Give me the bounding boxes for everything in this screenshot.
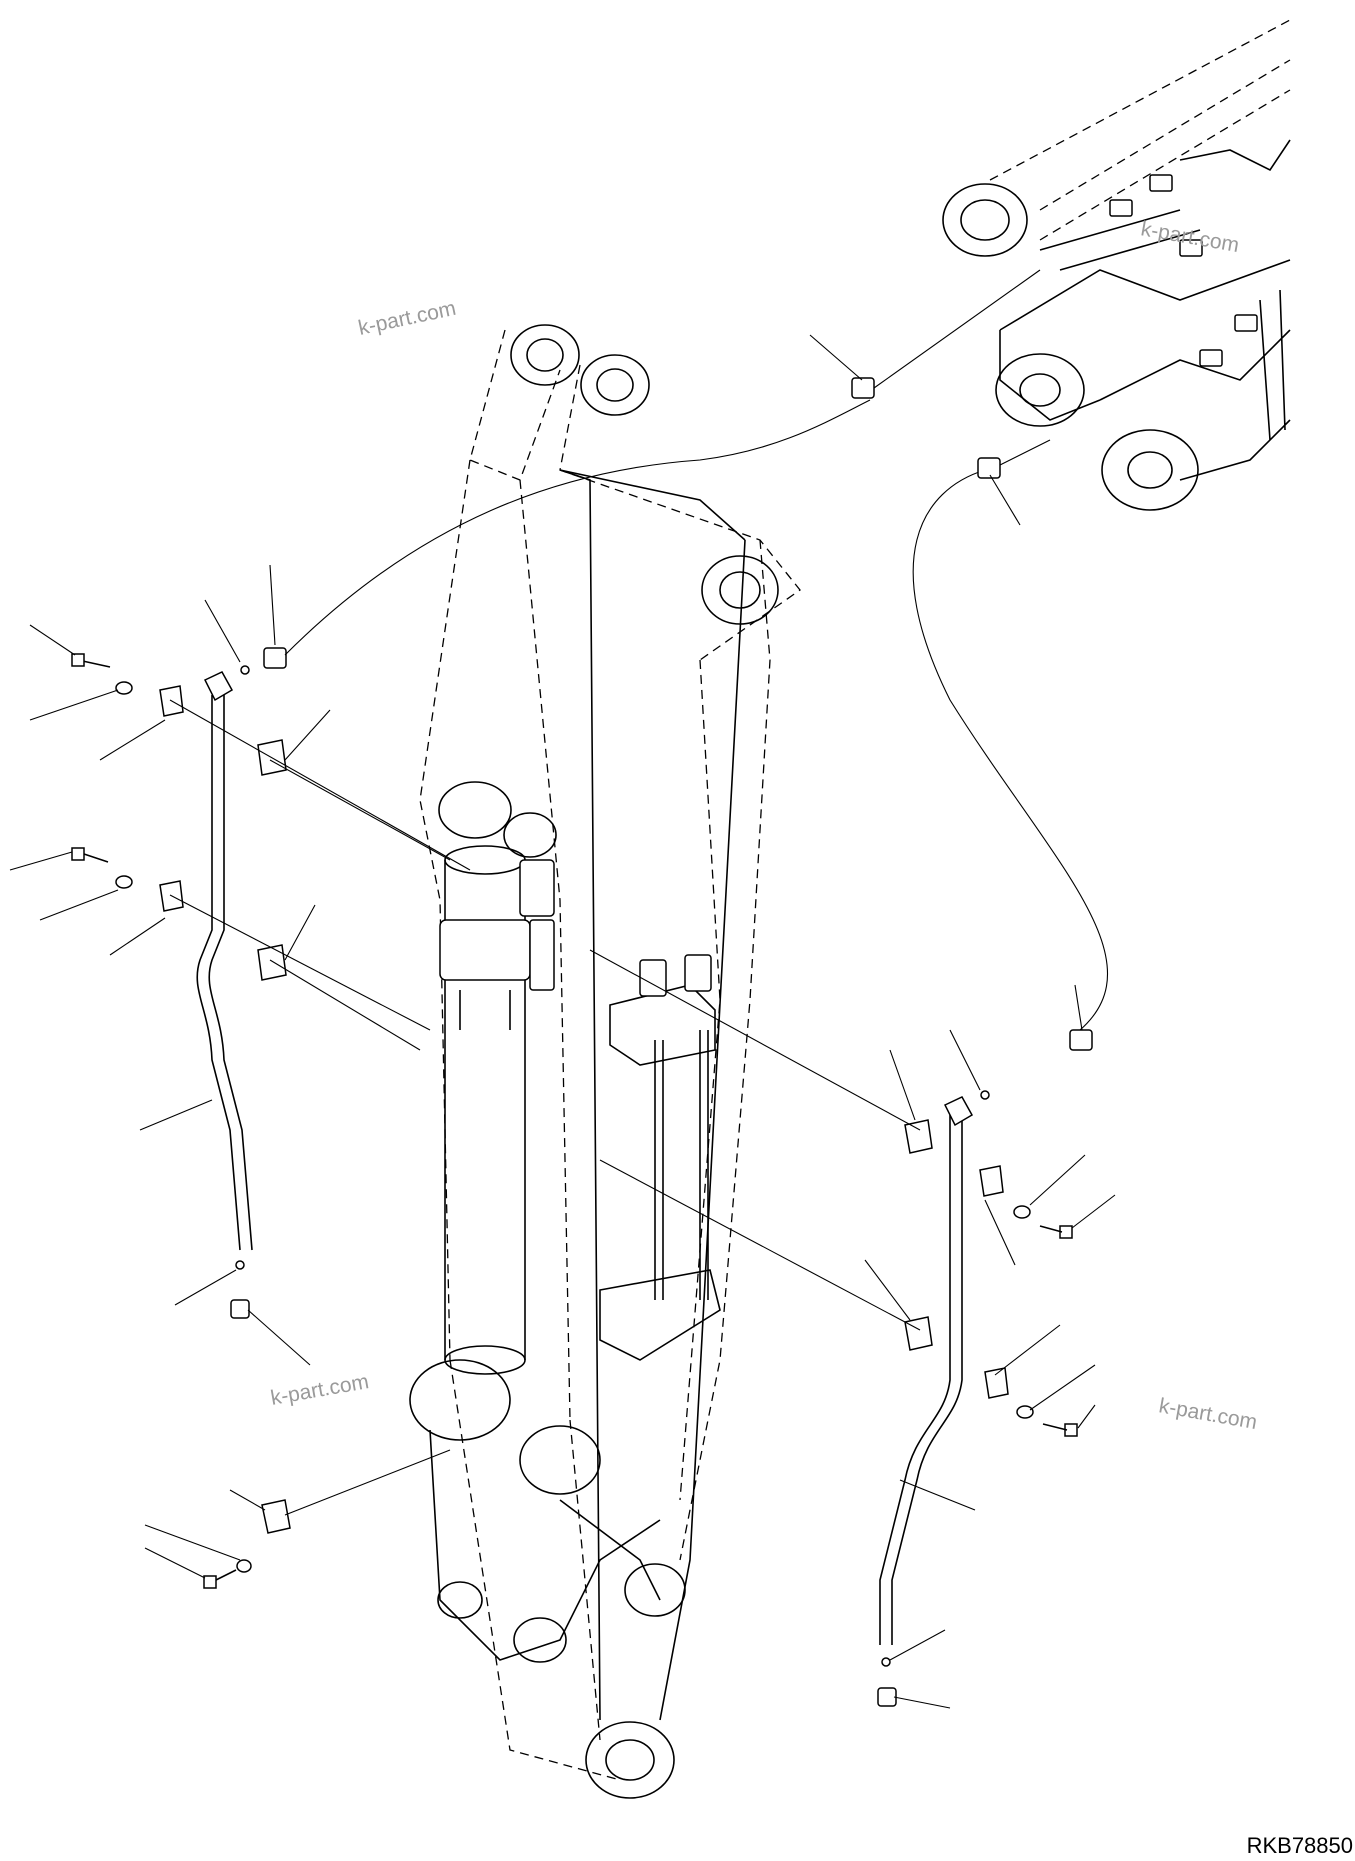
right-pipe-assembly <box>877 1029 1093 1707</box>
leader-lines <box>9 334 1116 1709</box>
hoses <box>284 269 1109 1031</box>
watermark: k-part.com <box>269 1370 371 1410</box>
watermark: k-part.com <box>1157 1394 1259 1434</box>
diagram-code: RKB78850 <box>1247 1833 1353 1858</box>
arm-outline <box>419 324 801 1799</box>
boom-section <box>942 19 1291 511</box>
left-pipe-assembly <box>71 647 291 1589</box>
valve-block <box>519 859 721 1361</box>
hydraulic-cylinder <box>409 781 686 1663</box>
watermark: k-part.com <box>356 297 458 340</box>
